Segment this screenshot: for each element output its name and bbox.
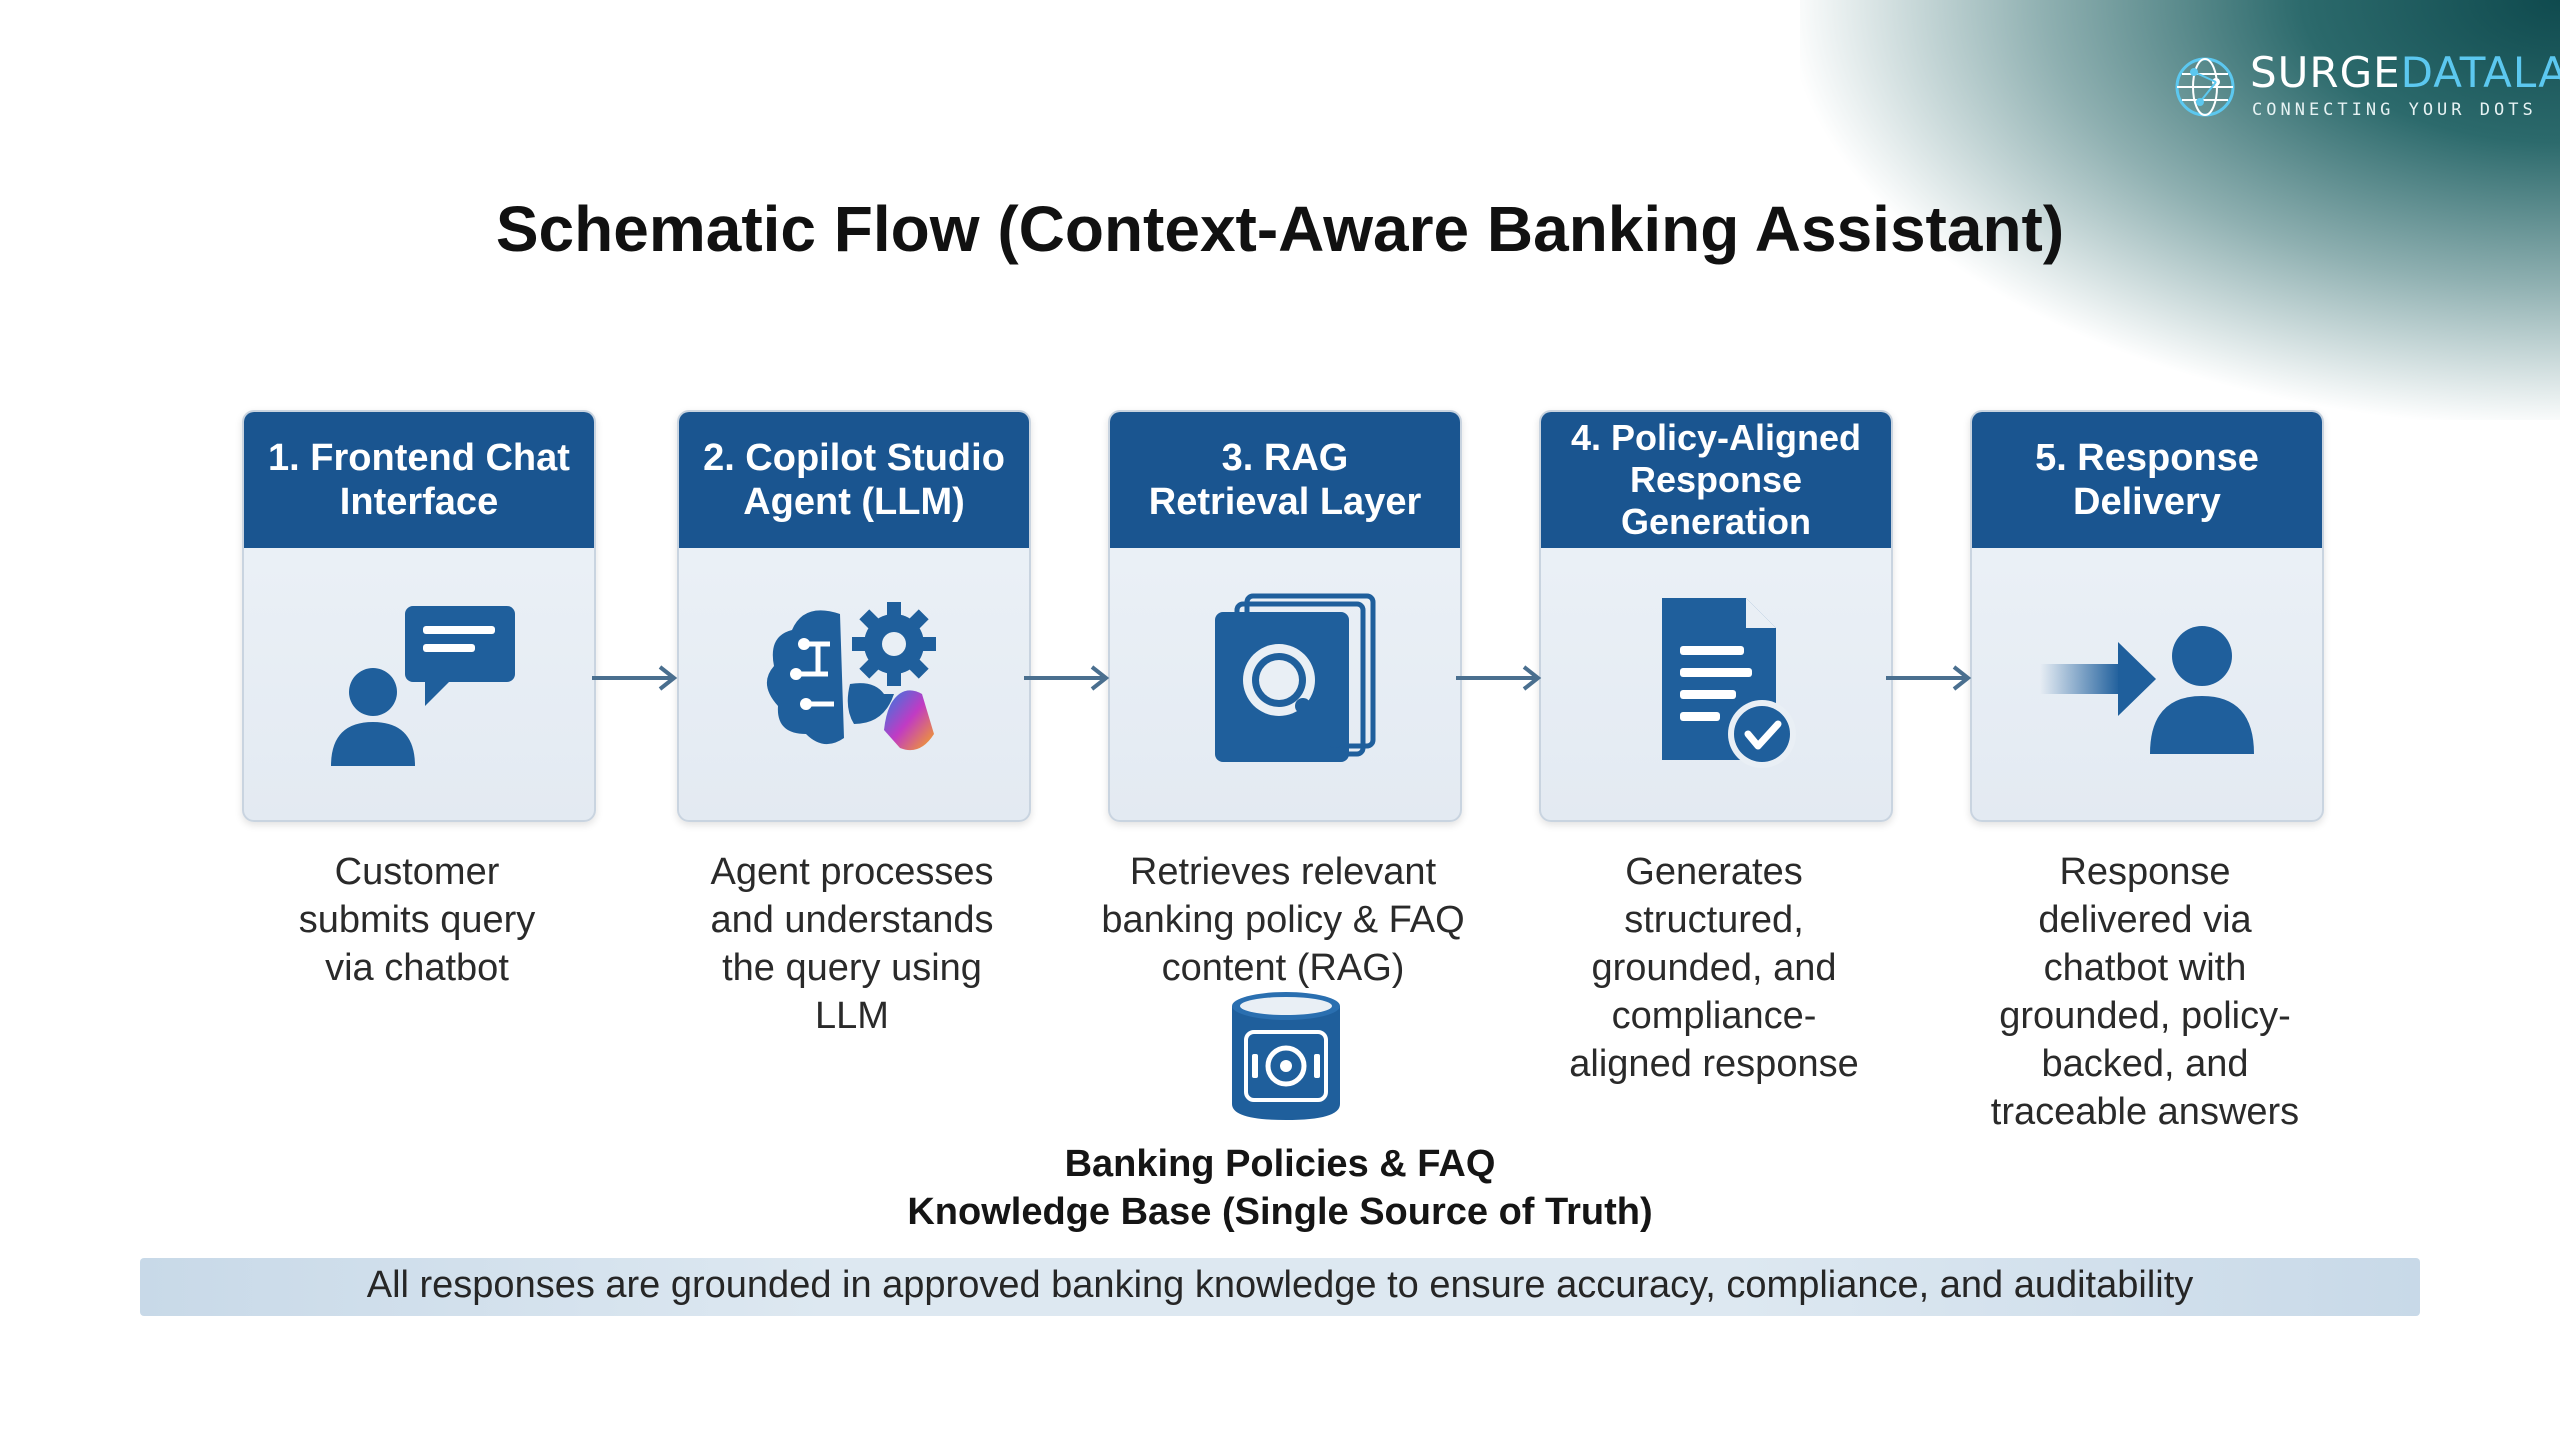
logo-name-part1: SURGE — [2250, 48, 2401, 97]
stage-1-header: 1. Frontend Chat Interface — [244, 412, 594, 548]
stage-1-description: Customer submits query via chatbot — [298, 851, 536, 989]
brand-logo: SURGEDATALAB CONNECTING YOUR DOTS — [2170, 48, 2560, 128]
stage-1-card: 1. Frontend Chat Interface — [242, 410, 596, 822]
footer-band — [140, 1258, 2420, 1316]
document-check-icon — [1662, 598, 1796, 768]
brain-gear-copilot-icon — [766, 602, 936, 751]
stage-4-header: 4. Policy-Aligned Response Generation — [1541, 412, 1891, 548]
stage-4-description: Generates structured, grounded, and comp… — [1569, 851, 1859, 1085]
stage-2-card: 2. Copilot Studio Agent (LLM) — [677, 410, 1031, 822]
stage-3-card: 3. RAG Retrieval Layer — [1108, 410, 1462, 822]
stage-5-header: 5. Response Delivery — [1972, 412, 2322, 548]
stage-3-heading: 3. RAG Retrieval Layer — [1148, 437, 1422, 523]
globe-network-icon — [2175, 57, 2235, 117]
logo-name: SURGEDATALAB — [2250, 48, 2560, 97]
stage-3-description: Retrieves relevant banking policy & FAQ … — [1101, 851, 1465, 989]
logo-name-part2: DATALAB — [2400, 48, 2560, 97]
database-vault-icon — [1232, 992, 1340, 1120]
document-search-icon — [1215, 593, 1376, 762]
flow-arrow-3 — [1456, 665, 1542, 691]
footer-text: All responses are grounded in approved b… — [366, 1264, 2194, 1306]
stage-5-heading: 5. Response Delivery — [2035, 437, 2259, 523]
stage-2-header: 2. Copilot Studio Agent (LLM) — [679, 412, 1029, 548]
arrow-to-user-icon — [2040, 626, 2254, 754]
page-title: Schematic Flow (Context-Aware Banking As… — [495, 193, 2065, 265]
user-chat-icon — [331, 606, 515, 766]
stage-4-heading: 4. Policy-Aligned Response Generation — [1570, 417, 1862, 542]
stage-5-description: Response delivered via chatbot with grou… — [1990, 851, 2300, 1133]
knowledge-base-caption: Banking Policies & FAQ Knowledge Base (S… — [907, 1143, 1653, 1233]
logo-tagline: CONNECTING YOUR DOTS — [2252, 100, 2537, 120]
stage-5-card: 5. Response Delivery — [1970, 410, 2324, 822]
stage-2-description: Agent processes and understands the quer… — [710, 851, 994, 1037]
flow-arrow-4 — [1886, 665, 1972, 691]
flow-arrow-2 — [1024, 665, 1110, 691]
stage-4-card: 4. Policy-Aligned Response Generation — [1539, 410, 1893, 822]
stage-2-heading: 2. Copilot Studio Agent (LLM) — [703, 437, 1005, 523]
stage-1-heading: 1. Frontend Chat Interface — [268, 437, 570, 523]
stage-3-header: 3. RAG Retrieval Layer — [1110, 412, 1460, 548]
flow-arrow-1 — [592, 665, 678, 691]
